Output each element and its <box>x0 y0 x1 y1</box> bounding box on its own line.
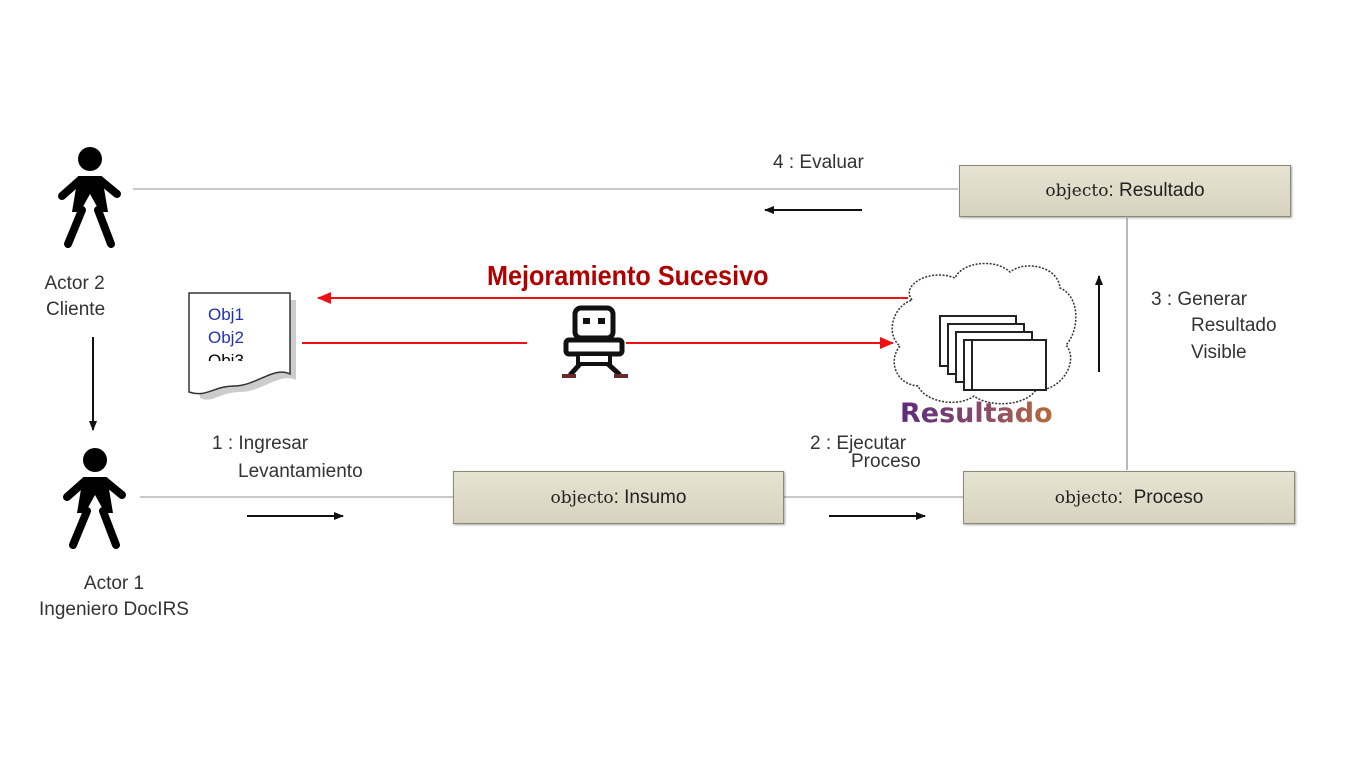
object-resultado[interactable]: objecto : Resultado <box>959 165 1291 217</box>
object-proceso[interactable]: objecto : Proceso <box>963 471 1295 524</box>
message-ingresar-line1: 1 : Ingresar <box>212 433 309 453</box>
actor2-role: Cliente <box>46 299 106 320</box>
actor2-label: Actor 2 Cliente <box>44 271 105 323</box>
message-ingresar-line2: Levantamiento <box>238 461 363 482</box>
actor2-icon <box>58 147 121 248</box>
message-ejecutar-line1: 2 : Ejecutar <box>810 433 907 453</box>
document-list: Obj1 Obj2 Obj3 <box>190 293 290 403</box>
message-ejecutar-line2: Proceso <box>851 451 921 472</box>
document-item: Obj1 <box>208 305 244 324</box>
object-keyword: objecto <box>550 487 614 508</box>
diagram-title: Mejoramiento Sucesivo <box>487 260 769 291</box>
object-insumo[interactable]: objecto : Insumo <box>453 471 784 524</box>
actor1-label: Actor 1 Ingeniero DocIRS <box>14 571 214 623</box>
message-generar-line3: Visible <box>1191 342 1247 363</box>
message-generar-line1: 3 : Generar <box>1151 289 1248 310</box>
actor2-name: Actor 2 <box>44 273 105 294</box>
message-generar-line2: Resultado <box>1191 315 1277 336</box>
object-name: Proceso <box>1133 486 1204 508</box>
object-keyword: objecto <box>1045 181 1109 201</box>
actor1-icon <box>63 448 126 549</box>
object-name: Resultado <box>1119 180 1205 201</box>
document-item: Obj2 <box>208 328 244 347</box>
document-item: Obj3 <box>208 351 244 361</box>
actor1-name: Actor 1 <box>83 573 145 594</box>
result-label: Resultado <box>900 398 1053 429</box>
result-cloud-icon <box>891 262 1077 405</box>
document-shape <box>188 292 296 400</box>
message-evaluar: 4 : Evaluar <box>773 152 864 173</box>
object-keyword: objecto <box>1054 487 1118 508</box>
actor1-role: Ingeniero DocIRS <box>39 599 189 620</box>
object-name: Insumo <box>624 486 687 508</box>
robot-icon <box>562 305 628 378</box>
